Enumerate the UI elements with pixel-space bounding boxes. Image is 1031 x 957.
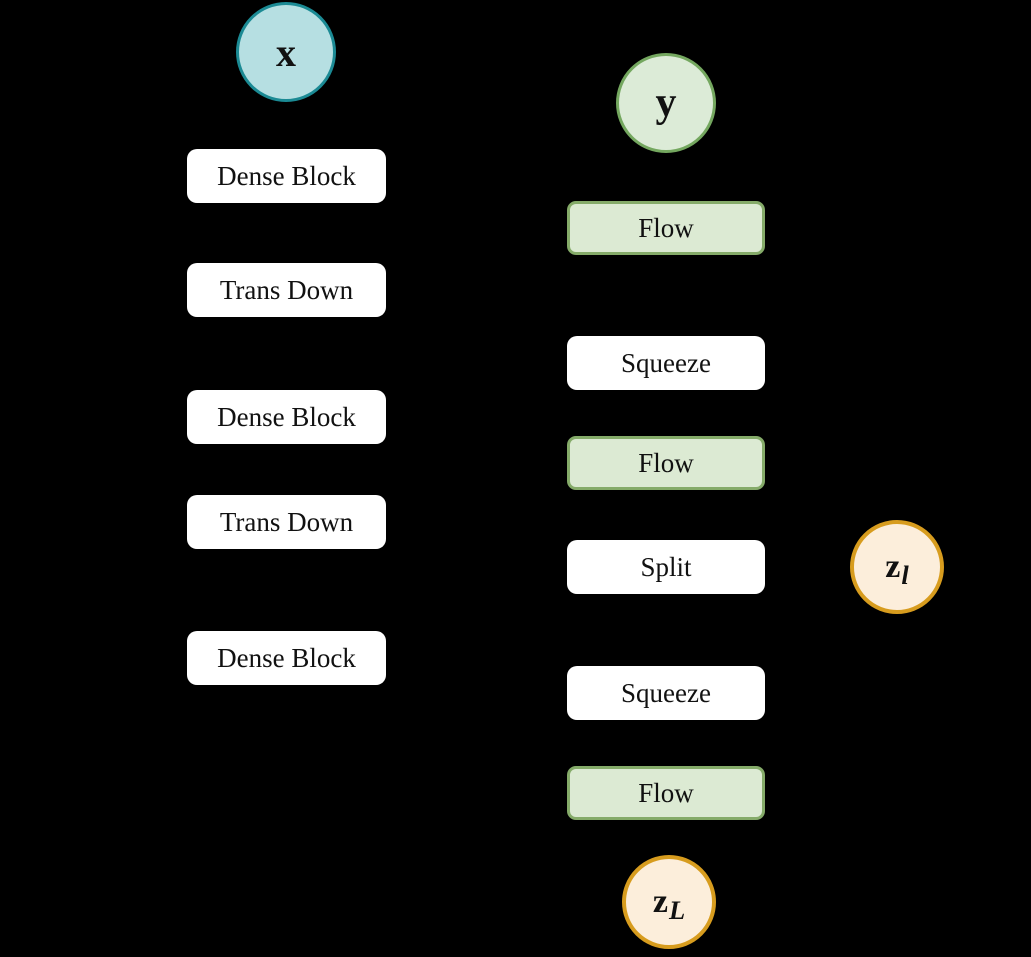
dense-block-3: Dense Block bbox=[187, 631, 386, 685]
dense-block-2: Dense Block bbox=[187, 390, 386, 444]
squeeze-block-2-label: Squeeze bbox=[621, 677, 711, 708]
flow-block-2-label: Flow bbox=[638, 447, 694, 478]
latent-node-zl: zl bbox=[850, 520, 944, 614]
flow-block-1-label: Flow bbox=[638, 212, 694, 243]
trans-down-block-2: Trans Down bbox=[187, 495, 386, 549]
trans-down-block-1-label: Trans Down bbox=[219, 274, 354, 305]
latent-node-zL: zL bbox=[622, 855, 716, 949]
split-block: Split bbox=[567, 540, 765, 594]
split-block-label: Split bbox=[640, 551, 692, 582]
dense-block-2-label: Dense Block bbox=[217, 401, 356, 432]
input-node-x-label: x bbox=[276, 29, 296, 75]
trans-down-block-1: Trans Down bbox=[187, 263, 386, 317]
latent-node-zL-subscript: L bbox=[668, 894, 686, 925]
flow-block-3-label: Flow bbox=[638, 777, 694, 808]
squeeze-block-2: Squeeze bbox=[567, 666, 765, 720]
squeeze-block-1-label: Squeeze bbox=[621, 347, 711, 378]
input-node-x: x bbox=[236, 2, 336, 102]
latent-node-zl-label: zl bbox=[885, 548, 909, 590]
flow-block-1: Flow bbox=[567, 201, 765, 255]
latent-node-zl-subscript: l bbox=[901, 559, 909, 590]
flow-block-2: Flow bbox=[567, 436, 765, 490]
dense-block-1-label: Dense Block bbox=[217, 160, 356, 191]
input-node-y: y bbox=[616, 53, 716, 153]
trans-down-block-2-label: Trans Down bbox=[219, 506, 354, 537]
dense-block-1: Dense Block bbox=[187, 149, 386, 203]
dense-block-3-label: Dense Block bbox=[217, 642, 356, 673]
latent-node-zL-label: zL bbox=[652, 883, 686, 925]
flow-block-3: Flow bbox=[567, 766, 765, 820]
input-node-y-label: y bbox=[655, 80, 677, 126]
squeeze-block-1: Squeeze bbox=[567, 336, 765, 390]
